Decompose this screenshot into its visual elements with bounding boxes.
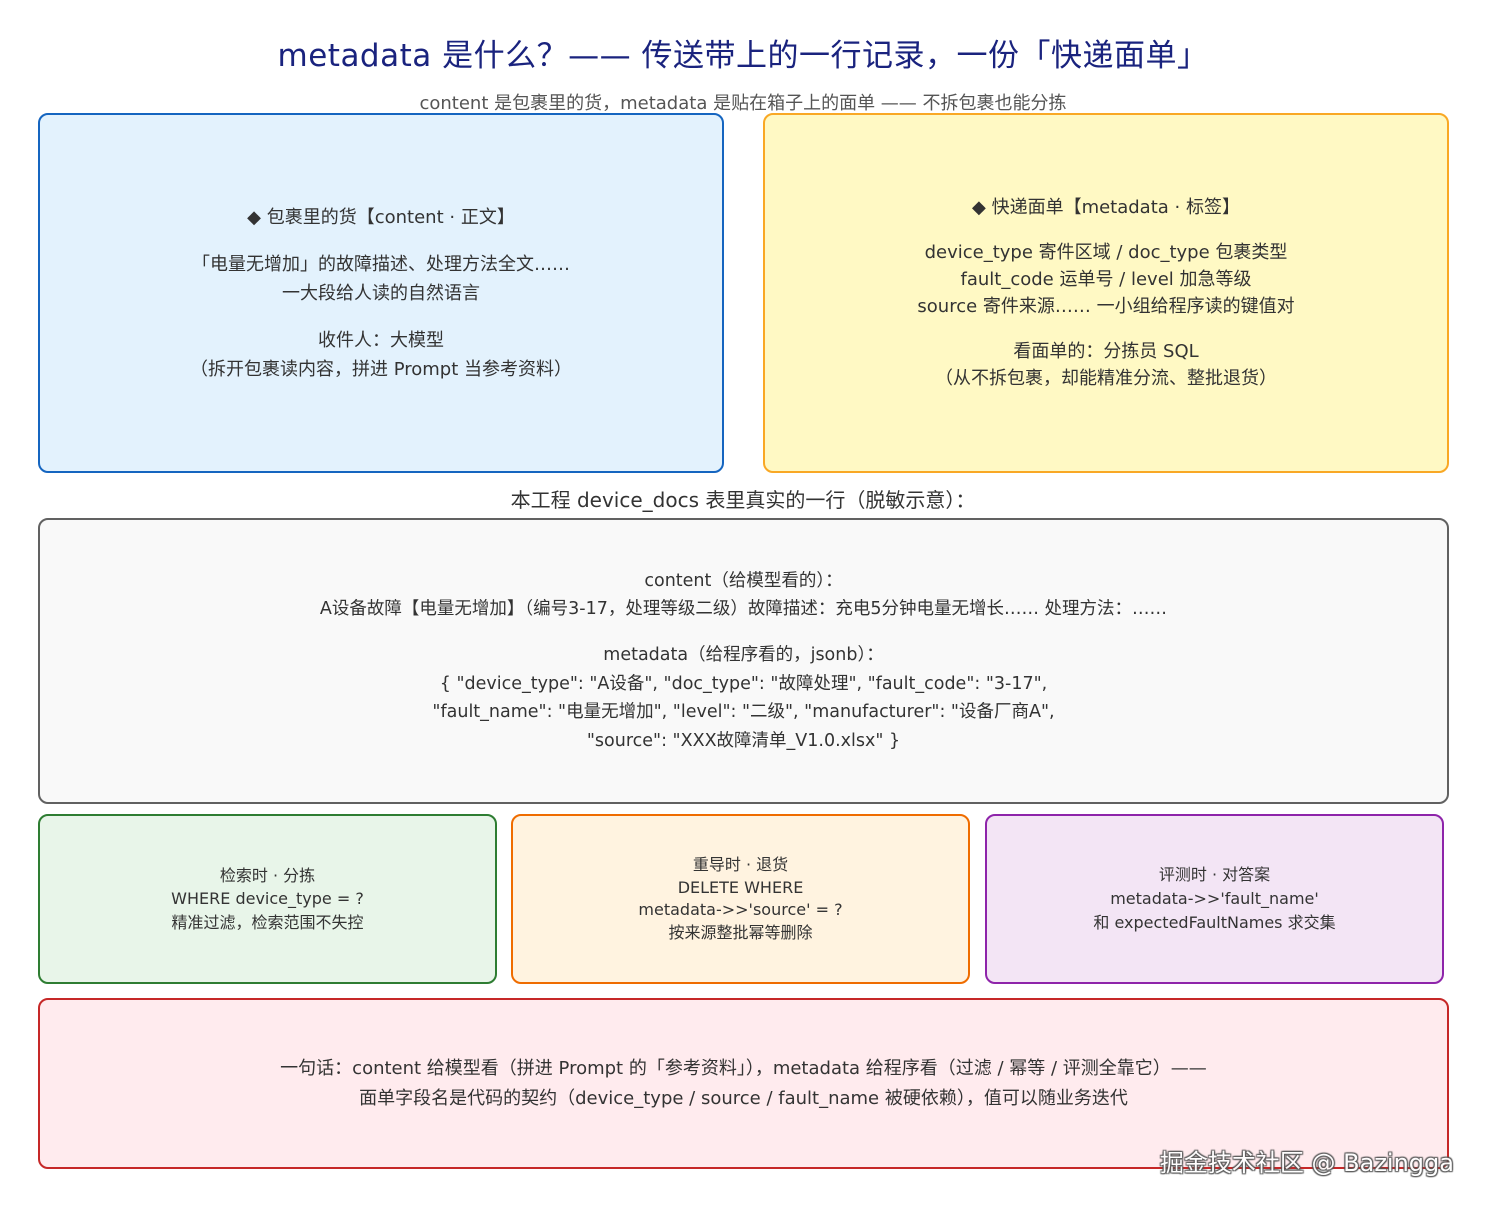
- example-metadata-line: { "device_type": "A设备", "doc_type": "故障处…: [439, 673, 1048, 694]
- metadata-card-line: source 寄件来源…… 一小组给程序读的键值对: [917, 296, 1295, 317]
- example-caption: 本工程 device_docs 表里真实的一行（脱敏示意）：: [510, 488, 976, 512]
- example-metadata-line: "source": "XXX故障清单_V1.0.xlsx" }: [586, 730, 901, 751]
- metadata-card-reader-note: （从不拆包裹，却能精准分流、整批退货）: [935, 368, 1277, 389]
- eval-use-case-line: metadata->>'fault_name': [1110, 889, 1319, 908]
- example-metadata-label: metadata（给程序看的，jsonb）：: [603, 645, 884, 666]
- content-card: ◆ 包裹里的货【content · 正文】 「电量无增加」的故障描述、处理方法全…: [38, 113, 724, 473]
- page-subtitle: content 是包裹里的货，metadata 是贴在箱子上的面单 —— 不拆包…: [419, 93, 1067, 114]
- search-use-case-title: 检索时 · 分拣: [219, 865, 316, 885]
- search-use-case-card: 检索时 · 分拣 WHERE device_type = ? 精准过滤，检索范围…: [38, 814, 497, 984]
- content-card-receiver: 收件人：大模型: [318, 329, 444, 351]
- metadata-card-heading: ◆ 快递面单【metadata · 标签】: [972, 197, 1240, 218]
- example-metadata-line: "fault_name": "电量无增加", "level": "二级", "m…: [432, 702, 1055, 723]
- summary-line: 一句话：content 给模型看（拼进 Prompt 的「参考资料」），meta…: [280, 1057, 1207, 1079]
- reimport-use-case-line: 按来源整批幂等删除: [668, 922, 813, 942]
- metadata-card-reader: 看面单的：分拣员 SQL: [1013, 341, 1199, 362]
- eval-use-case-card: 评测时 · 对答案 metadata->>'fault_name' 和 expe…: [985, 814, 1444, 984]
- eval-use-case-line: 和 expectedFaultNames 求交集: [1093, 913, 1336, 932]
- search-use-case-line: 精准过滤，检索范围不失控: [171, 912, 364, 932]
- metadata-card: ◆ 快递面单【metadata · 标签】 device_type 寄件区域 /…: [763, 113, 1449, 473]
- metadata-card-line: device_type 寄件区域 / doc_type 包裹类型: [924, 242, 1288, 263]
- watermark: 掘金技术社区 @ Bazingga: [1159, 1149, 1454, 1177]
- example-content-value: A设备故障【电量无增加】（编号3-17，处理等级二级）故障描述：充电5分钟电量无…: [319, 599, 1168, 620]
- page-title: metadata 是什么？—— 传送带上的一行记录，一份「快递面单」: [277, 38, 1209, 74]
- summary-card: 一句话：content 给模型看（拼进 Prompt 的「参考资料」），meta…: [38, 998, 1449, 1169]
- reimport-use-case-line: DELETE WHERE: [677, 877, 804, 897]
- content-card-line: 「电量无增加」的故障描述、处理方法全文……: [192, 253, 570, 275]
- search-use-case-line: WHERE device_type = ?: [171, 889, 364, 909]
- summary-line: 面单字段名是代码的契约（device_type / source / fault…: [359, 1087, 1128, 1109]
- metadata-card-line: fault_code 运单号 / level 加急等级: [960, 269, 1252, 290]
- example-content-label: content（给模型看的）：: [644, 570, 843, 591]
- content-card-receiver-note: （拆开包裹读内容，拼进 Prompt 当参考资料）: [189, 358, 572, 380]
- example-row-card: content（给模型看的）： A设备故障【电量无增加】（编号3-17，处理等级…: [38, 518, 1449, 804]
- content-card-heading: ◆ 包裹里的货【content · 正文】: [247, 206, 515, 228]
- reimport-use-case-card: 重导时 · 退货 DELETE WHERE metadata->>'source…: [511, 814, 970, 984]
- reimport-use-case-line: metadata->>'source' = ?: [638, 900, 843, 919]
- content-card-line: 一大段给人读的自然语言: [282, 282, 480, 304]
- eval-use-case-title: 评测时 · 对答案: [1158, 865, 1271, 884]
- reimport-use-case-title: 重导时 · 退货: [692, 855, 789, 874]
